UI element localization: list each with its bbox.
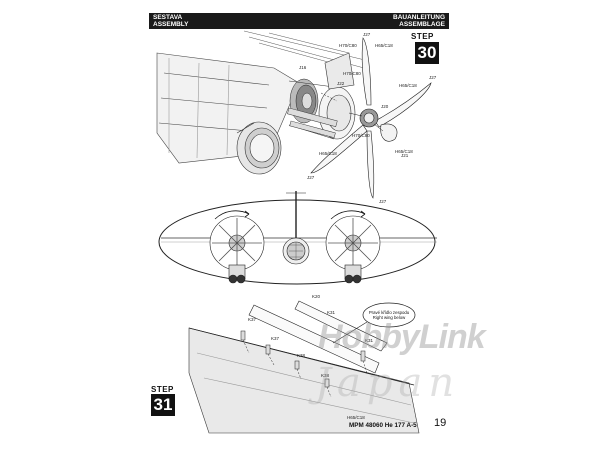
front-view: [158, 191, 437, 285]
wing-callout: Pravé křídlo zespodu Right wing below: [365, 310, 413, 320]
part-k31-right: K31: [365, 338, 374, 343]
dashed-guides: [242, 339, 368, 398]
step30-label: STEP: [411, 32, 434, 41]
propeller-blades: [310, 37, 432, 199]
engine-cowling: [288, 52, 356, 140]
callout-english: Right wing below: [372, 315, 406, 320]
instruction-page: SESTAVA ASSEMBLY BAUANLEITUNG ASSEMBLAGE: [149, 13, 449, 438]
part-j16: J16: [299, 65, 307, 70]
header-left: SESTAVA ASSEMBLY: [153, 14, 189, 28]
part-k38-a: K38: [297, 353, 306, 358]
part-k31-top: K31: [327, 310, 336, 315]
part-j21: J21: [401, 153, 409, 158]
fuselage-front: [282, 191, 310, 265]
engine-nacelle-front: [236, 121, 282, 175]
part-k37-mid: K37: [271, 336, 280, 341]
propeller-spinner: [359, 108, 398, 142]
watermark-brand: HobbyLink: [318, 318, 486, 356]
paint-ref-2: H70/C80: [339, 43, 357, 48]
part-j27-left: J27: [307, 175, 315, 180]
step31-label: STEP: [151, 385, 174, 394]
rotation-arrows: [214, 210, 366, 220]
flap-part: [248, 300, 388, 374]
left-engine-front: [209, 215, 265, 284]
part-j27-bottom: J27: [379, 199, 387, 204]
step30-number: 30: [415, 42, 439, 64]
part-k37-left: K37: [248, 317, 257, 322]
paint-ref-8: H65/C18: [347, 415, 365, 420]
paint-ref-7: H65/C18: [395, 149, 413, 154]
right-engine-front: [325, 215, 381, 284]
footer-model: MPM 48060 He 177 A-5: [349, 422, 417, 429]
header-assembly: ASSEMBLY: [153, 21, 189, 28]
paint-ref-1: H65/C18: [375, 43, 393, 48]
part-j27-right: J27: [429, 75, 437, 80]
paint-ref-6: H65/C18: [319, 151, 337, 156]
callout-bubble: [332, 302, 416, 344]
assembly-arrows: [320, 92, 384, 132]
footer-page-number: 19: [434, 417, 447, 429]
paint-ref-3: H70/C80: [343, 71, 361, 76]
part-j22: J22: [337, 81, 345, 86]
callout-czech: Pravé křídlo zespodu: [368, 310, 410, 315]
exhaust-stack: [287, 107, 338, 139]
part-k20: K20: [312, 294, 321, 299]
part-j27-top: J27: [363, 32, 371, 37]
header-bauanleitung: BAUANLEITUNG: [393, 14, 445, 21]
assembly-drawing: [156, 30, 437, 434]
header-bar: SESTAVA ASSEMBLY BAUANLEITUNG ASSEMBLAGE: [149, 13, 449, 29]
step31-number: 31: [151, 394, 175, 416]
header-sestava: SESTAVA: [153, 14, 183, 21]
paint-ref-5: H70/C80: [352, 133, 370, 138]
paint-ref-4: H65/C18: [399, 83, 417, 88]
header-assemblage: ASSEMBLAGE: [399, 21, 445, 28]
wing-underside: [188, 327, 420, 434]
watermark-country: Japan: [315, 360, 461, 406]
part-k38-b: K38: [321, 373, 330, 378]
header-right: BAUANLEITUNG ASSEMBLAGE: [393, 14, 445, 28]
part-j20: J20: [381, 104, 389, 109]
